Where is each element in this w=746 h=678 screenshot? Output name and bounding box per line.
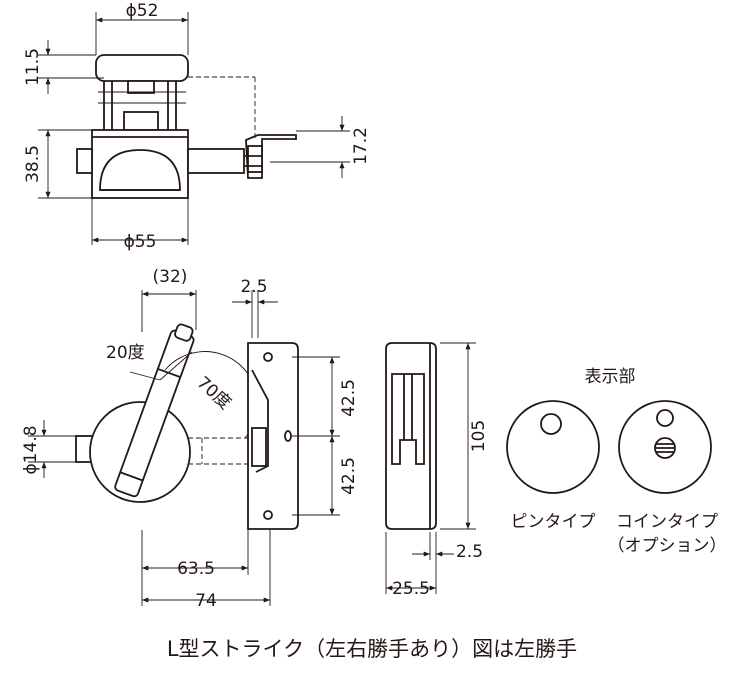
top-view: ϕ52 ϕ55 11.5 38.5 17.2: [23, 1, 371, 252]
dim-plate-thickness: 2.5: [240, 277, 267, 297]
front-view: (32) 20度 70度 2.5 42.5 42.5 ϕ14.8 63.5 74: [21, 267, 359, 611]
dim-strike-height: 17.2: [351, 127, 371, 165]
dim-strike-side-thickness: 2.5: [456, 542, 483, 562]
coin-type-indicator: [618, 400, 712, 494]
body-outline: [91, 129, 189, 199]
indicator-section: 表示部 ピンタイプ コインタイプ （オプション）: [506, 367, 727, 556]
dim-lever-angle-large: 70度: [193, 373, 235, 414]
dim-strike-height-total: 105: [469, 420, 489, 452]
strike-side-view: 105 2.5 25.5: [385, 342, 489, 599]
indicator-title: 表示部: [585, 367, 636, 387]
coin-type-label: コインタイプ: [616, 512, 718, 532]
dim-top-width: ϕ52: [126, 1, 159, 21]
pin-type-indicator: [506, 400, 600, 494]
dim-depth-total: 74: [195, 591, 217, 611]
cap-outline: [95, 54, 189, 82]
dim-bottom-width: ϕ55: [124, 232, 157, 252]
dim-depth-inner: 63.5: [177, 559, 215, 579]
figure-caption: L型ストライク（左右勝手あり）図は左勝手: [167, 637, 577, 661]
dim-lever-angle-small: 20度: [106, 343, 145, 363]
pin-type-label: ピンタイプ: [511, 512, 596, 532]
coin-type-note: （オプション）: [608, 536, 727, 556]
dim-hole-upper: 42.5: [339, 379, 359, 417]
dim-hole-lower: 42.5: [339, 457, 359, 495]
dim-lever-offset: (32): [153, 267, 188, 287]
dim-body-height: 38.5: [23, 145, 43, 183]
dim-strike-depth: 25.5: [392, 579, 430, 599]
dim-cap-height: 11.5: [23, 48, 43, 86]
dim-knob-diameter: ϕ14.8: [21, 425, 41, 474]
